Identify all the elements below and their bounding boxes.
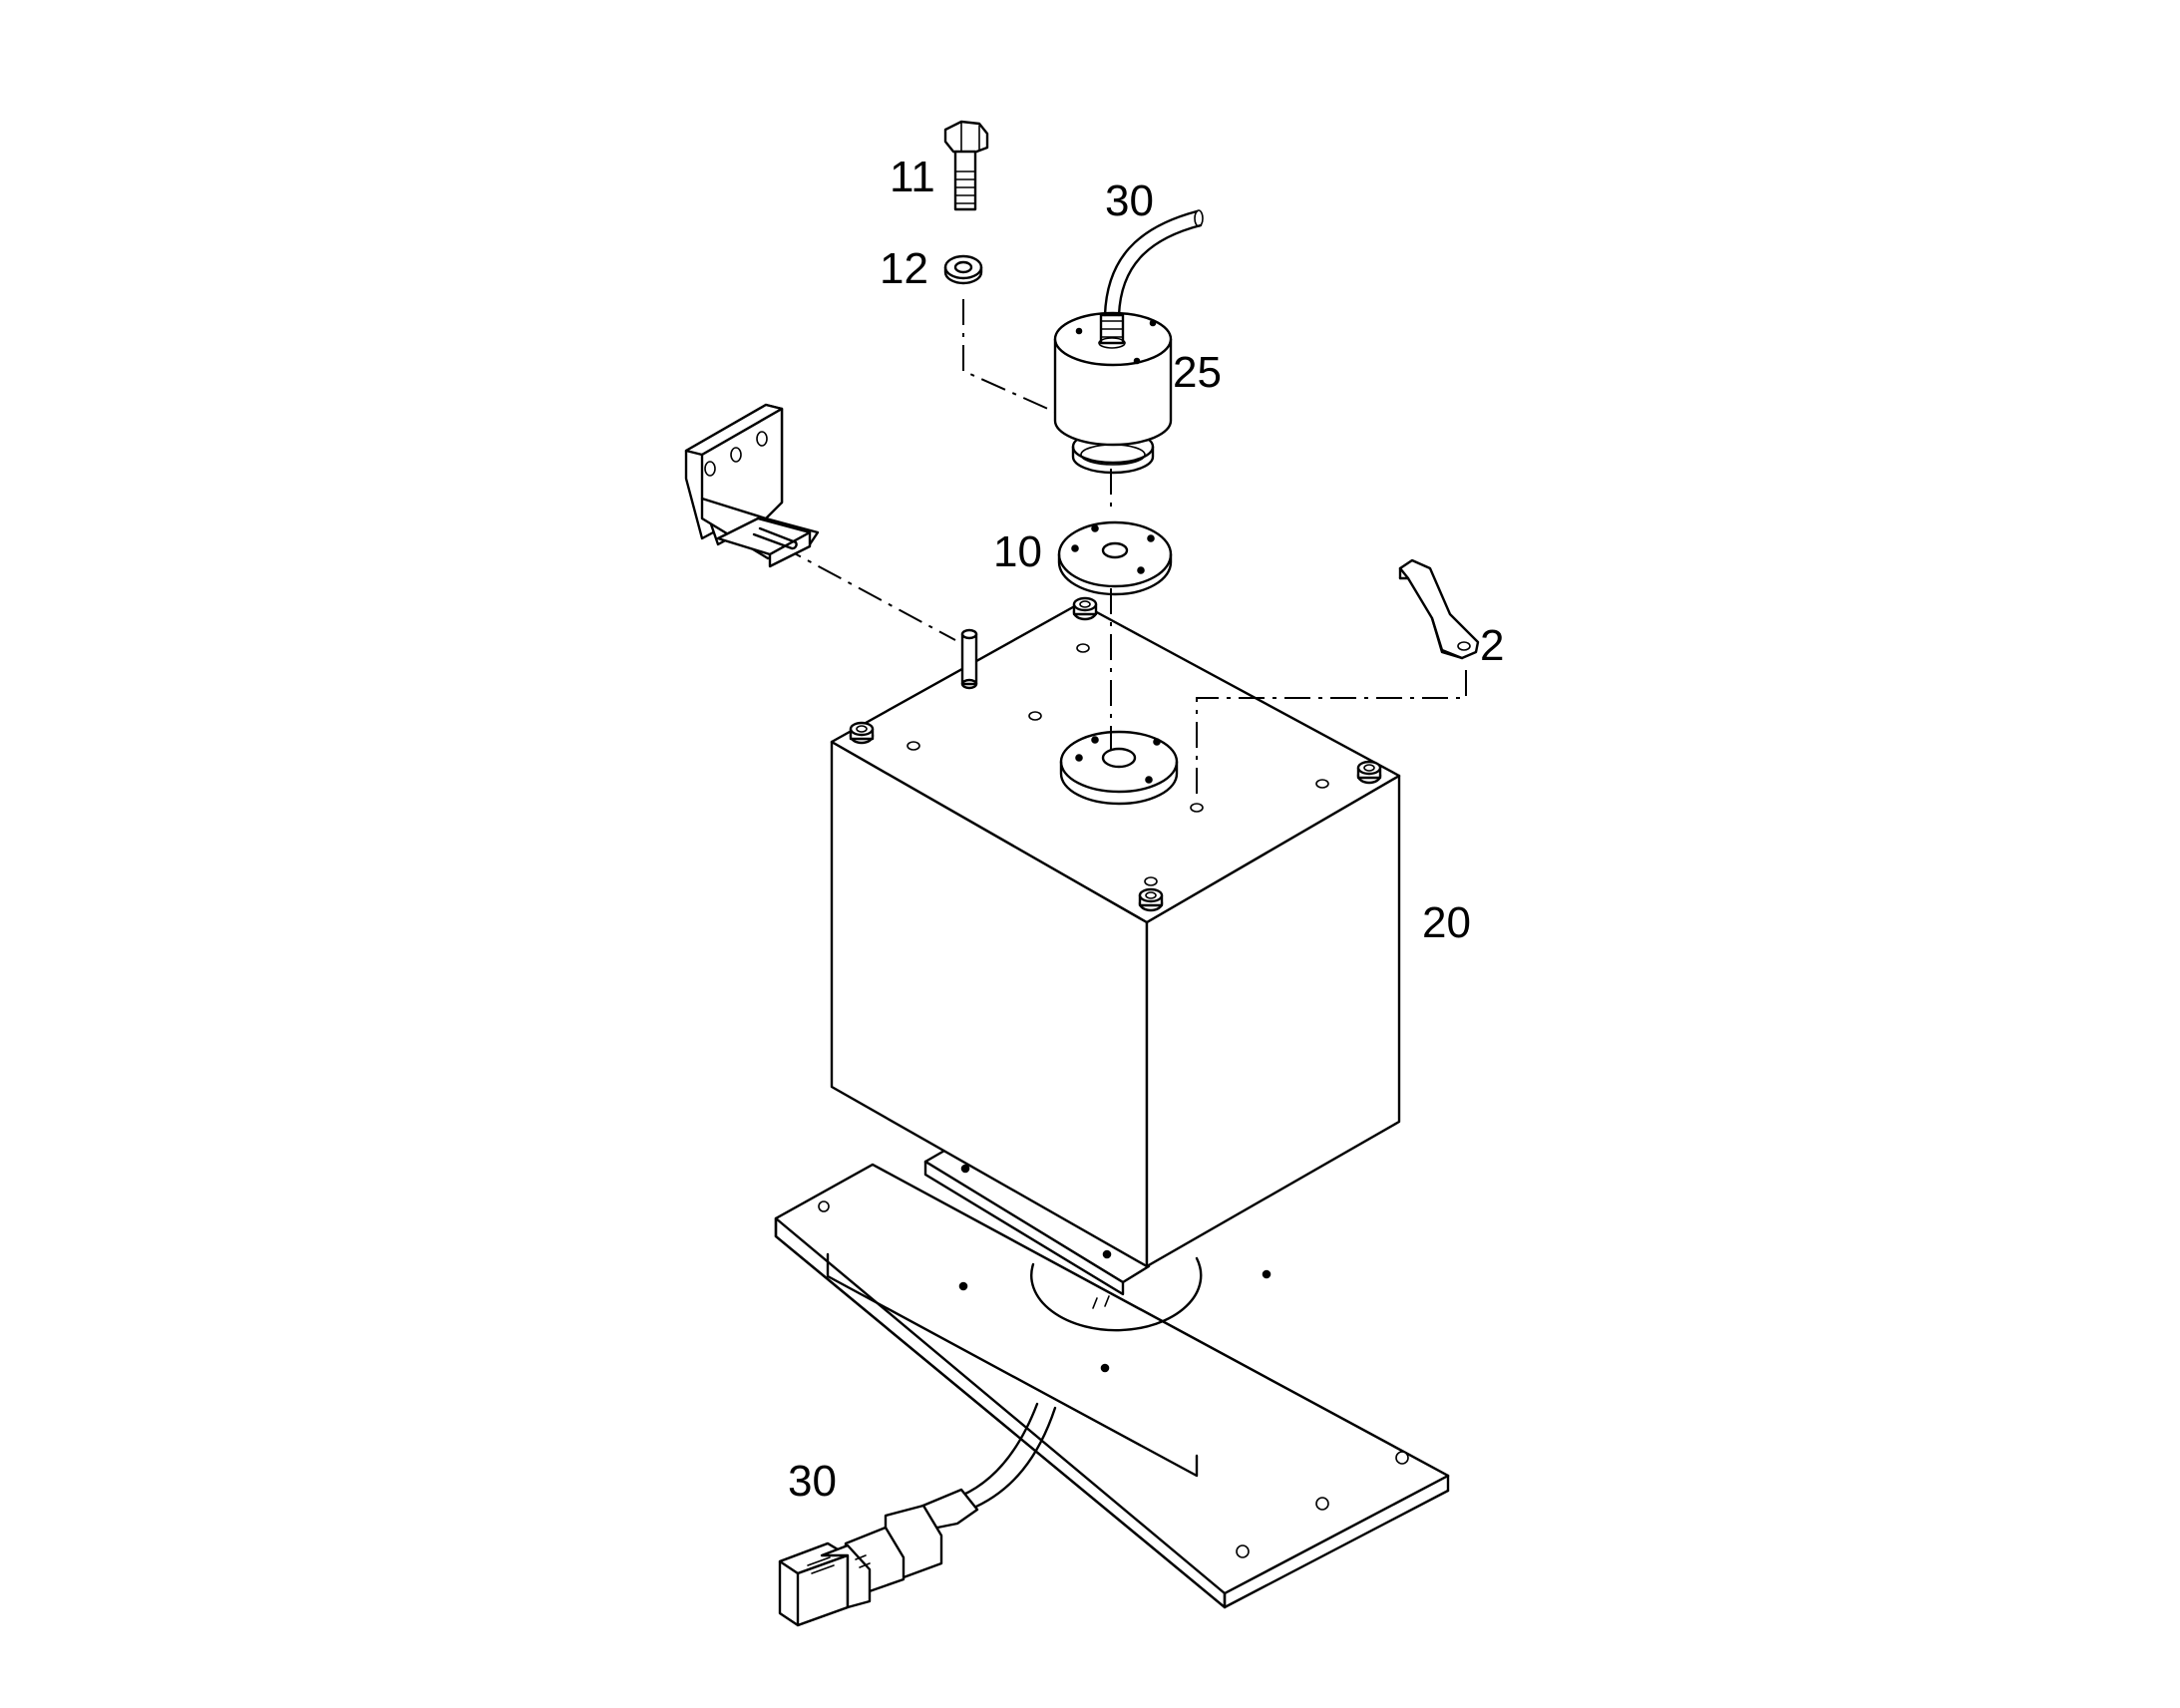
callout-30-bottom: 30 <box>788 1457 837 1506</box>
level-sensor <box>1053 209 1204 475</box>
callout-10: 10 <box>993 527 1042 576</box>
plate-hole <box>1100 1363 1110 1373</box>
angle-bracket <box>684 403 820 568</box>
callouts: 11 12 30 25 10 2 20 30 <box>788 153 1504 1506</box>
plate-hole <box>1395 1451 1409 1465</box>
callout-30-top: 30 <box>1105 176 1154 225</box>
assembly-lines <box>777 299 1467 798</box>
plate-hole <box>1236 1544 1250 1558</box>
gasket <box>1057 520 1173 596</box>
callout-25: 25 <box>1173 348 1222 397</box>
bottom-connector <box>778 1402 1057 1627</box>
callout-2: 2 <box>1480 621 1504 670</box>
plate-hole <box>1315 1497 1329 1511</box>
washer <box>943 254 983 285</box>
plate-hole <box>958 1281 968 1291</box>
corner-stud <box>849 721 875 745</box>
callout-12: 12 <box>880 244 928 293</box>
base-plate <box>774 1163 1450 1609</box>
bolt <box>943 120 989 211</box>
corner-stud <box>1356 760 1382 785</box>
callout-11: 11 <box>890 153 935 201</box>
guide-pin <box>960 628 978 690</box>
corner-stud <box>1072 596 1098 621</box>
plate-hole <box>1262 1269 1272 1279</box>
tank-body <box>830 596 1401 1296</box>
strap <box>1398 558 1480 660</box>
corner-stud <box>1138 887 1164 912</box>
callout-20: 20 <box>1422 898 1471 947</box>
plate-hole <box>818 1200 830 1212</box>
